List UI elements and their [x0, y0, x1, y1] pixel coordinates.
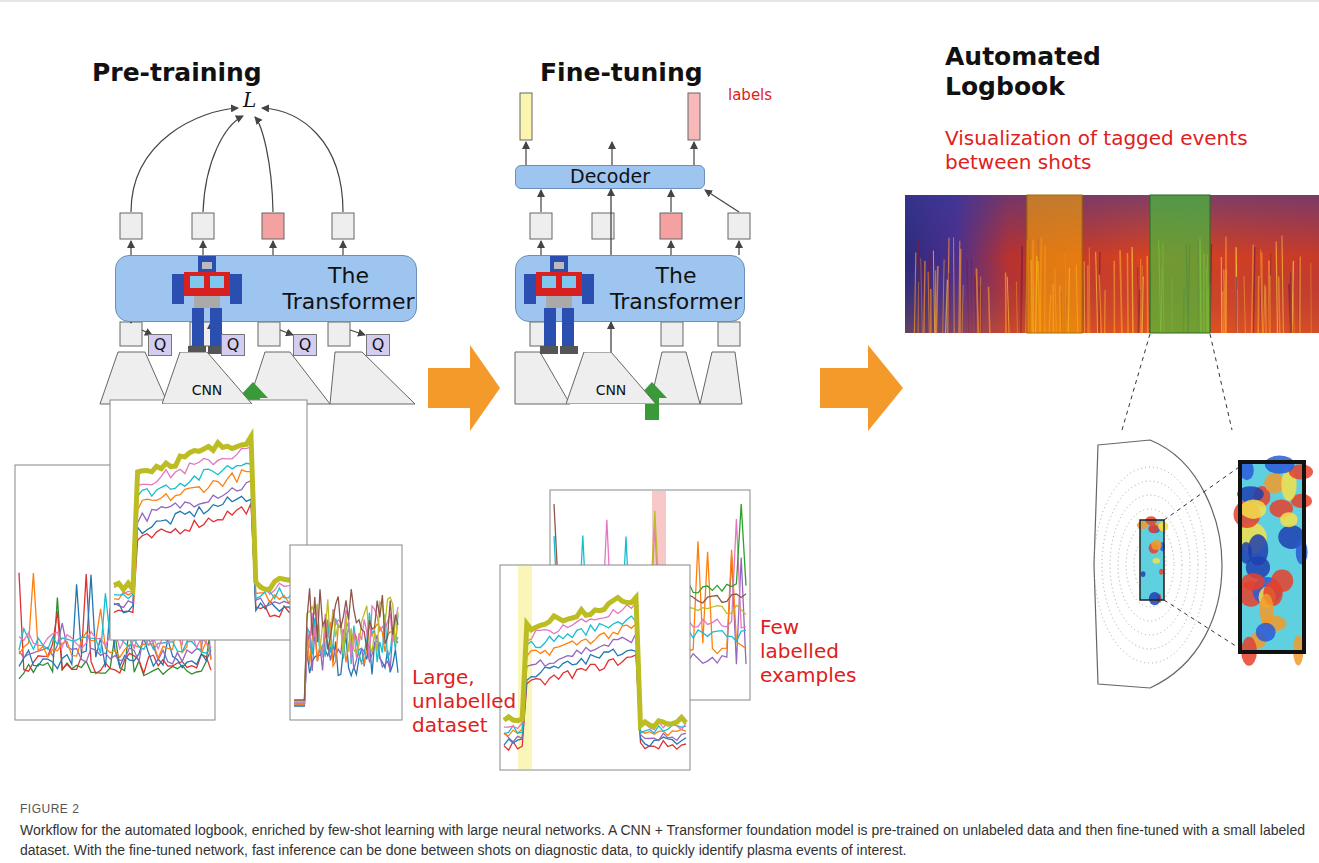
process-box: Q [293, 334, 317, 356]
process-box: Q [366, 334, 390, 356]
cnn-trapezoid: CNN [566, 352, 656, 404]
node-text: Q [372, 336, 385, 354]
transformer-box: The Transformer [515, 255, 745, 322]
cnn-trapezoid: CNN [162, 352, 252, 404]
dataset-note: Large, unlabelled dataset [412, 665, 532, 737]
process-box: Q [221, 334, 245, 356]
loss-symbol: L [243, 88, 256, 112]
transformer-box: The Transformer [115, 255, 417, 322]
robot-illustration [510, 254, 610, 354]
process-box: Decoder [515, 165, 705, 189]
output-note: labels [728, 86, 772, 104]
node-text: CNN [596, 382, 627, 398]
node-text: CNN [192, 382, 223, 398]
dataset-note: Few labelled examples [760, 615, 880, 687]
node-text: Q [227, 336, 240, 354]
visualization-note: Visualization of tagged events between s… [945, 126, 1285, 174]
figure-number: FIGURE 2 [20, 802, 79, 816]
connector-arrow [610, 322, 611, 352]
node-text: Q [154, 336, 167, 354]
node-text: The Transformer [609, 263, 744, 314]
node-text: Decoder [570, 166, 650, 188]
section-heading: Fine-tuning [540, 58, 703, 88]
figure-caption: Workflow for the automated logbook, enri… [20, 820, 1305, 860]
node-text: The Transformer [281, 263, 416, 314]
process-box: Q [148, 334, 172, 356]
node-text: Q [299, 336, 312, 354]
section-heading: Automated Logbook [945, 42, 1145, 102]
section-heading: Pre-training [92, 58, 262, 88]
connector-arrow [610, 189, 611, 255]
